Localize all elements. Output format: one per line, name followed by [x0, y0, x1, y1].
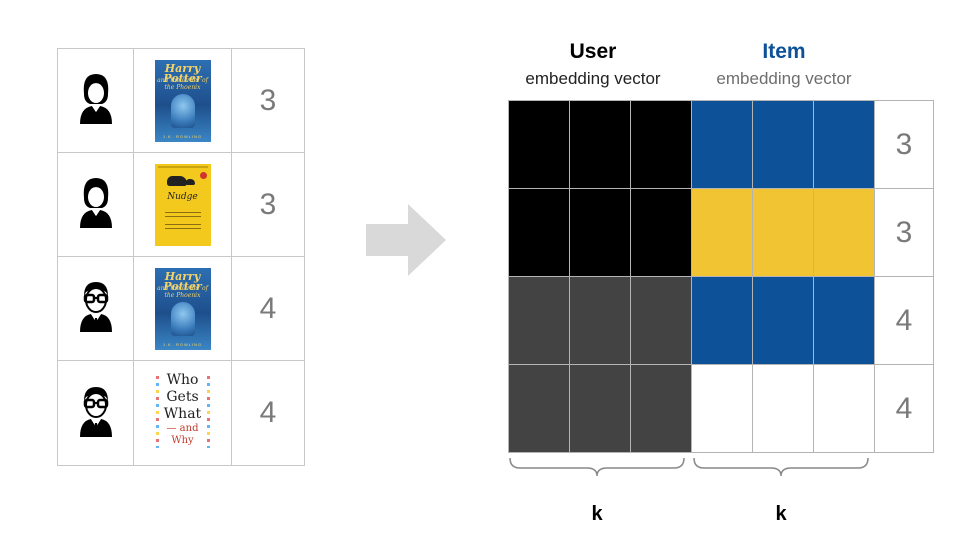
male-user-glasses-icon — [76, 386, 116, 441]
item-embedding-cell — [752, 364, 814, 453]
rating-cell: 4 — [231, 256, 305, 361]
rating-cell: 3 — [231, 152, 305, 257]
rating-cell: 4 — [231, 360, 305, 466]
user-embedding-cell — [569, 276, 631, 365]
item-k-label: k — [775, 503, 787, 525]
user-embedding-cell — [630, 100, 692, 189]
user-embedding-cell — [508, 100, 570, 189]
item-embedding-cell — [691, 276, 753, 365]
male-user-glasses-icon — [76, 282, 116, 336]
item-embedding-cell — [813, 276, 875, 365]
user-embedding-cell — [630, 188, 692, 277]
user-cell — [57, 48, 134, 153]
user-header-subtitle: embedding vector — [525, 69, 661, 88]
matrix-rating-cell: 3 — [874, 188, 934, 277]
user-k-label: k — [591, 503, 603, 525]
matrix-rating-cell: 3 — [874, 100, 934, 189]
right-arrow-icon — [366, 204, 446, 276]
item-embedding-cell — [813, 188, 875, 277]
female-user-icon — [76, 178, 116, 232]
item-embedding-cell — [691, 188, 753, 277]
user-cell — [57, 152, 134, 257]
user-embedding-cell — [630, 364, 692, 453]
book-cell: Nudge — [133, 152, 232, 257]
user-embedding-cell — [569, 100, 631, 189]
user-embedding-cell — [508, 364, 570, 453]
user-cell — [57, 360, 134, 466]
item-embedding-cell — [813, 100, 875, 189]
nudge-book-cover: Nudge — [154, 163, 211, 246]
item-embedding-cell — [813, 364, 875, 453]
female-user-icon — [76, 74, 116, 128]
item-embedding-cell — [691, 100, 753, 189]
user-embedding-cell — [508, 276, 570, 365]
matrix-rating-cell: 4 — [874, 364, 934, 453]
rating-value: 3 — [259, 83, 277, 117]
user-cell — [57, 256, 134, 361]
item-embedding-cell — [752, 100, 814, 189]
user-embedding-cell — [569, 188, 631, 277]
user-header-title: User — [569, 40, 617, 63]
item-header-subtitle: embedding vector — [716, 69, 852, 88]
user-embedding-cell — [569, 364, 631, 453]
item-k-brace — [693, 457, 869, 477]
item-embedding-cell — [691, 364, 753, 453]
user-embedding-cell — [630, 276, 692, 365]
item-header-title: Item — [762, 40, 806, 63]
user-embedding-cell — [508, 188, 570, 277]
item-embedding-cell — [752, 188, 814, 277]
rating-value: 4 — [259, 396, 277, 429]
rating-cell: 3 — [231, 48, 305, 153]
rating-value: 3 — [259, 187, 277, 221]
rating-value: 4 — [259, 291, 277, 325]
user-k-brace — [509, 457, 685, 477]
item-embedding-cell — [752, 276, 814, 365]
table-row: Nudge 3 — [57, 152, 305, 257]
matrix-rating-cell: 4 — [874, 276, 934, 365]
